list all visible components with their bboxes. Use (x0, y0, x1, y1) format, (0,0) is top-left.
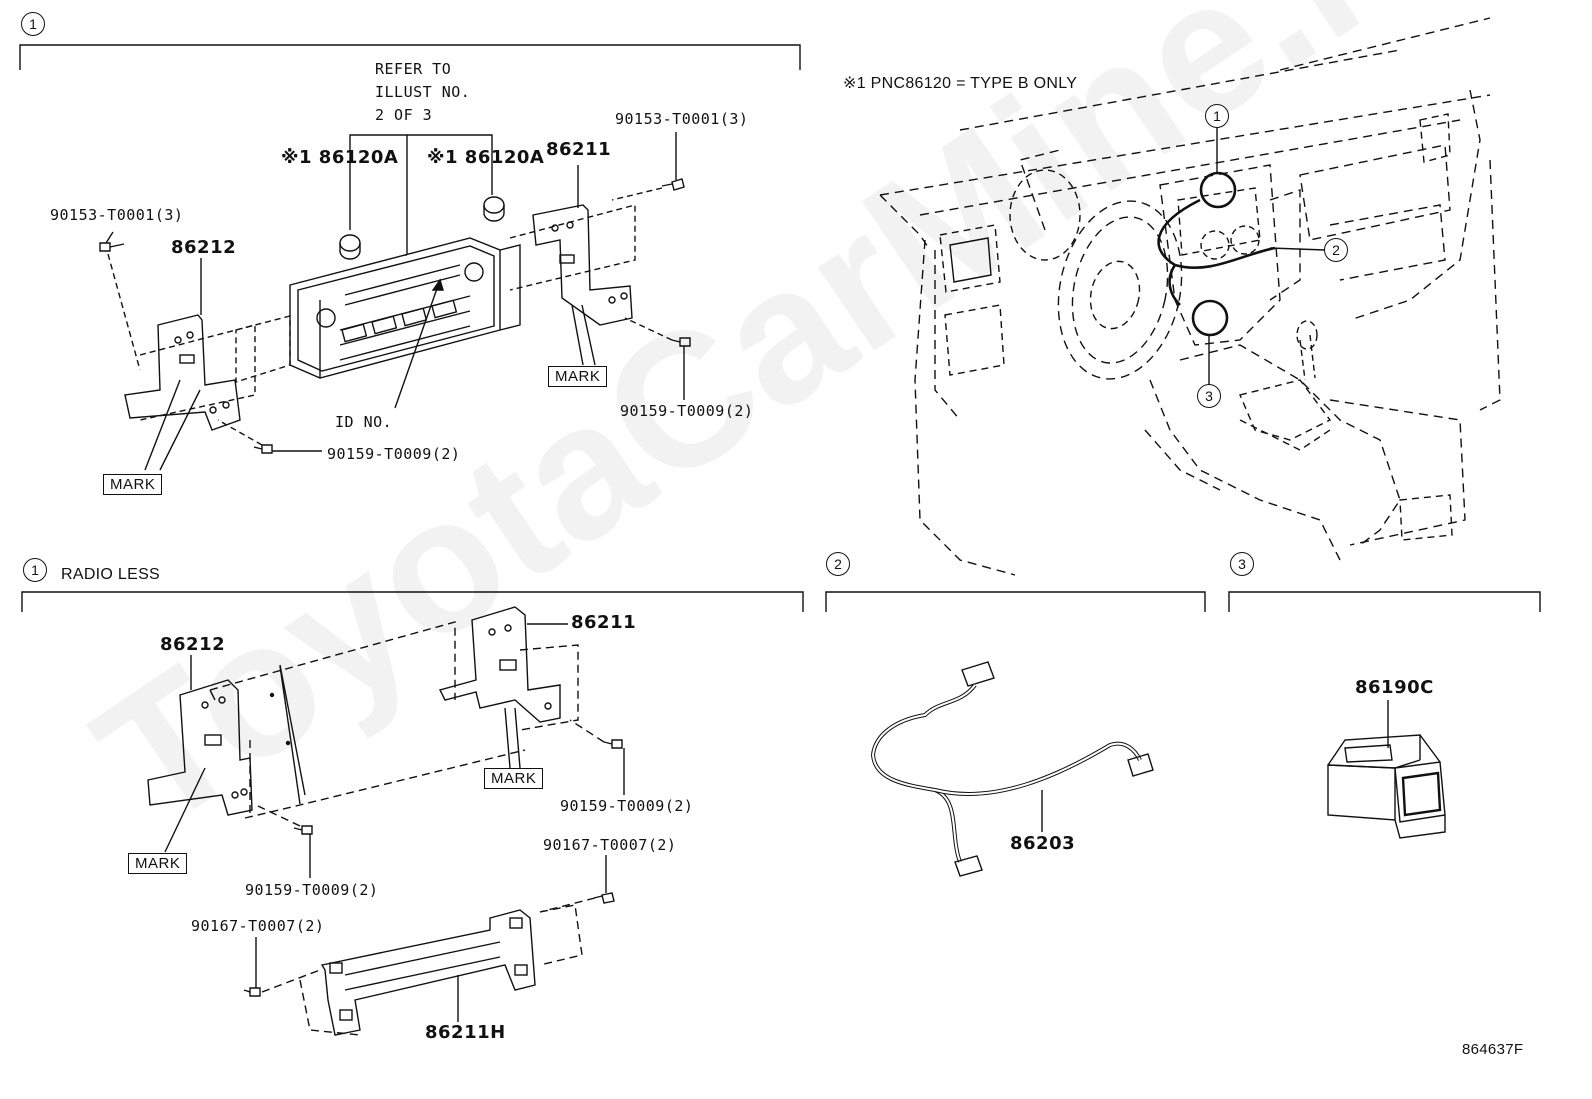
radio-less-assembly (147, 606, 625, 1036)
callout-2-section: 2 (826, 552, 850, 576)
part-86203: 86203 (1010, 833, 1076, 854)
screw-90159-bottom-left: 90159-T0009(2) (245, 881, 379, 899)
part-86211h: 86211H (425, 1022, 506, 1043)
callout-1-radio-less: 1 (23, 558, 47, 582)
screw-90159-top-right: 90159-T0009(2) (620, 402, 754, 420)
switch-86190c (1327, 700, 1446, 839)
callout-3-section: 3 (1230, 552, 1254, 576)
callout-2-dashboard: 2 (1324, 238, 1348, 262)
part-86211-bottom: 86211 (571, 612, 637, 633)
screw-90167-left: 90167-T0007(2) (191, 917, 325, 935)
mark-label-bottom-right: MARK (484, 768, 544, 789)
callout-1-top-left: 1 (21, 12, 45, 36)
section-brackets (19, 44, 1541, 612)
part-86120a-right: ※1 86120A (427, 147, 545, 168)
refer-note-line-3: 2 OF 3 (375, 106, 433, 124)
refer-note-line-2: ILLUST NO. (375, 83, 471, 101)
callout-3-dashboard: 3 (1197, 384, 1221, 408)
part-86212-bottom: 86212 (160, 634, 226, 655)
part-86120a-left: ※1 86120A (281, 147, 399, 168)
mark-label-top-right: MARK (548, 366, 608, 387)
id-no-label: ID NO. (335, 413, 393, 431)
mark-label-bottom-left: MARK (128, 853, 188, 874)
screw-90153-left: 90153-T0001(3) (50, 206, 184, 224)
screw-90153-right: 90153-T0001(3) (615, 110, 749, 128)
mark-label-top-left: MARK (103, 474, 163, 495)
radio-less-label: RADIO LESS (61, 566, 161, 583)
radio-assembly (99, 132, 691, 471)
part-86211-top: 86211 (546, 139, 612, 160)
figure-code: 864637F (1462, 1041, 1524, 1058)
screw-90167-right: 90167-T0007(2) (543, 836, 677, 854)
refer-note-line-1: REFER TO (375, 60, 452, 78)
part-86190c: 86190C (1355, 677, 1434, 698)
part-86212-top: 86212 (171, 237, 237, 258)
wire-harness (870, 661, 1154, 877)
callout-1-dashboard: 1 (1205, 104, 1229, 128)
screw-90159-top-bottom: 90159-T0009(2) (327, 445, 461, 463)
dashboard-illustration (879, 17, 1501, 576)
screw-90159-bottom-right: 90159-T0009(2) (560, 797, 694, 815)
type-note: ※1 PNC86120 = TYPE B ONLY (843, 75, 1078, 92)
